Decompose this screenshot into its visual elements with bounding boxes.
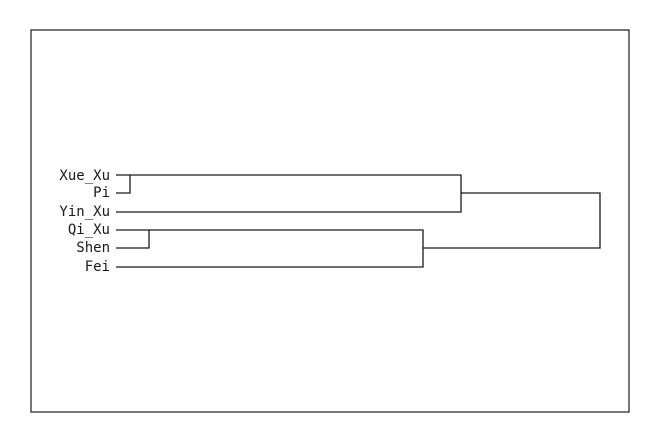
- branch-root: [423, 192, 601, 249]
- branch-qi-xu-shen: [116, 229, 150, 249]
- leaf-label-pi: Pi: [93, 185, 110, 201]
- leaf-label-qi-xu: Qi_Xu: [68, 222, 110, 238]
- leaf-labels: Xue_Xu Pi Yin_Xu Qi_Xu Shen Fei: [59, 168, 110, 275]
- leaf-label-fei: Fei: [85, 259, 110, 275]
- dendrogram-branches: [116, 174, 601, 268]
- leaf-label-xue-xu: Xue_Xu: [59, 168, 110, 184]
- plot-border: [30, 29, 630, 413]
- leaf-label-shen: Shen: [76, 240, 110, 256]
- branch-xue-xu-pi: [116, 174, 131, 194]
- leaf-label-yin-xu: Yin_Xu: [59, 204, 110, 220]
